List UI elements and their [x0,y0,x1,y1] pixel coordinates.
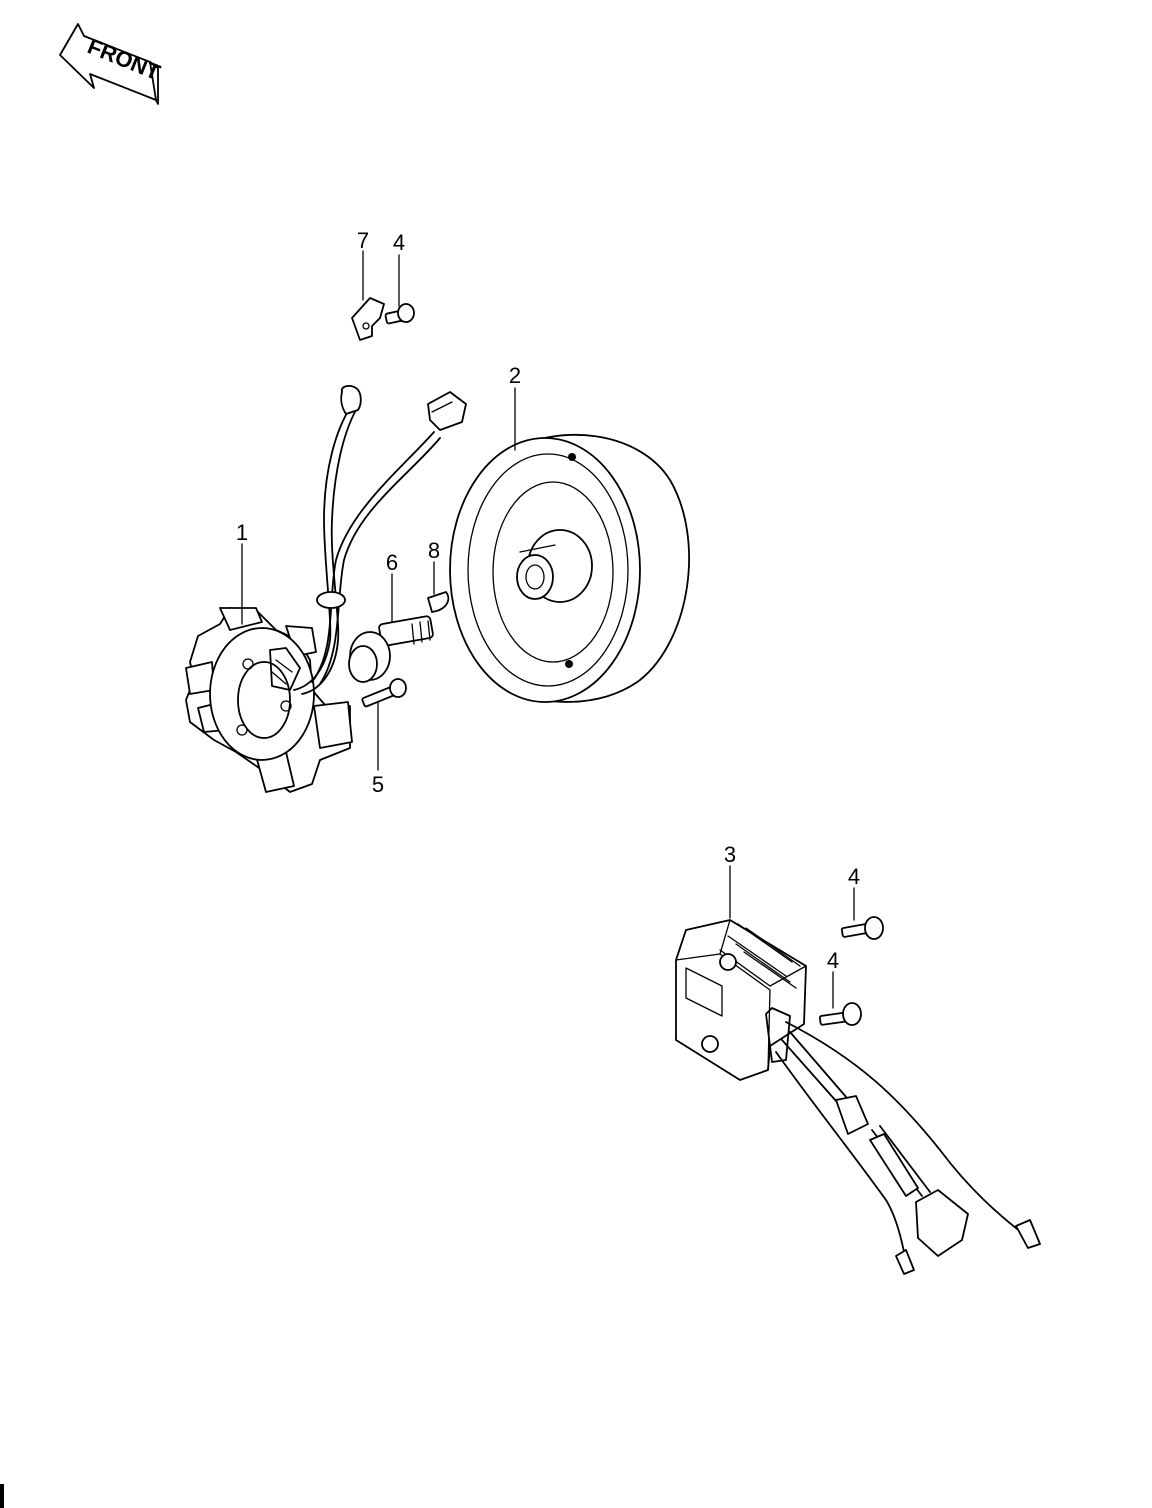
rotor [449,433,690,703]
callout-label: 4 [827,948,839,973]
bracket [351,297,385,341]
callout-label: 4 [848,864,860,889]
screw-regulator-bottom [818,1002,862,1026]
callout-label: 7 [357,228,369,253]
callout-label: 6 [386,550,398,575]
callout-label: 5 [372,772,384,797]
front-arrow: FRONT [59,23,164,105]
callout-labels: 1 2 3 4 4 4 5 6 7 8 [236,228,860,973]
screw-regulator-top [840,916,884,940]
scan-edge-mark [0,1484,4,1508]
callout-label: 2 [509,363,521,388]
callout-label: 8 [428,538,440,563]
callout-label: 3 [724,842,736,867]
callout-label: 1 [236,520,248,545]
screw-bracket [384,303,415,325]
leader-lines [241,250,855,1009]
regulator [675,919,807,1081]
stator-harness [293,385,467,695]
rotor-bolt [348,615,434,683]
woodruff-key [427,591,450,613]
stator [185,607,353,793]
callout-label: 4 [393,230,405,255]
screw-stator [361,678,407,708]
regulator-harness [765,1007,1041,1275]
